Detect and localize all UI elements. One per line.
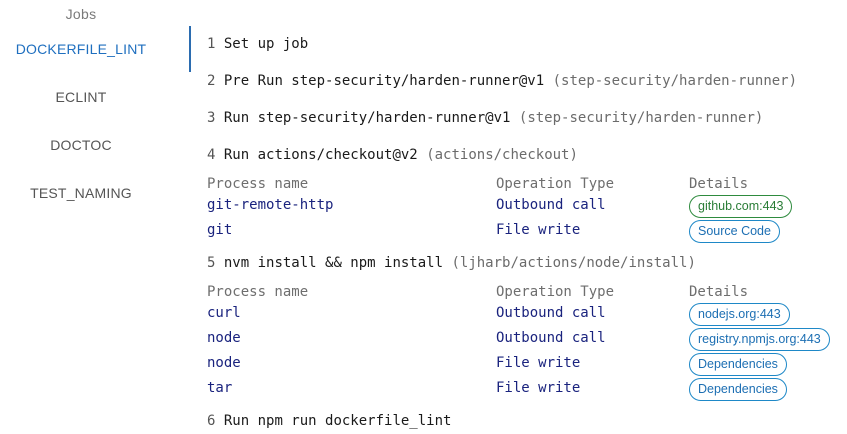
operation-type: File write [496,355,581,371]
operation-type: Outbound call [496,330,606,346]
step-number: 4 [207,147,216,163]
detail-badge[interactable]: nodejs.org:443 [689,303,790,326]
step-title: nvm install && npm install [223,255,444,271]
process-name: node [207,330,241,346]
step-title: Pre Run step-security/harden-runner@v1 [223,73,545,89]
step-number: 1 [207,36,216,52]
header-details: Details [689,284,749,300]
job-item-dockerfile-lint[interactable]: DOCKERFILE_LINT [15,41,147,57]
process-name: node [207,355,241,371]
detail-badge[interactable]: github.com:443 [689,195,793,218]
detail-badge[interactable]: Source Code [689,220,780,243]
job-item-test-naming[interactable]: TEST_NAMING [30,185,132,201]
process-name: git [207,222,233,238]
process-name: curl [207,305,241,321]
operation-type: File write [496,222,581,238]
header-details: Details [689,176,749,192]
step-row[interactable]: 5 nvm install && npm install (ljharb/act… [207,255,696,271]
detail-badge[interactable]: Dependencies [689,378,787,401]
operation-type: Outbound call [496,305,606,321]
process-name: git-remote-http [207,197,334,213]
step-row[interactable]: 2 Pre Run step-security/harden-runner@v1… [207,73,797,89]
step-row[interactable]: 6 Run npm run dockerfile_lint [207,413,451,429]
step-title: Run npm run dockerfile_lint [223,413,452,429]
step-title: Set up job [223,36,309,52]
step-source: (step-security/harden-runner) [552,73,798,89]
operation-type: File write [496,380,581,396]
step-source: (ljharb/actions/node/install) [451,255,696,271]
step-number: 2 [207,73,216,89]
job-item-doctoc[interactable]: DOCTOC [50,137,112,153]
detail-badge[interactable]: registry.npmjs.org:443 [689,328,830,351]
step-source: (step-security/harden-runner) [518,110,764,126]
operation-type: Outbound call [496,197,606,213]
step-title: Run actions/checkout@v2 [223,147,418,163]
step-number: 6 [207,413,216,429]
step-title: Run step-security/harden-runner@v1 [223,110,511,126]
active-job-indicator [189,26,191,72]
step-row[interactable]: 1 Set up job [207,36,308,52]
jobs-title: Jobs [65,6,97,22]
detail-badge[interactable]: Dependencies [689,353,787,376]
header-operation-type: Operation Type [496,176,615,192]
step-number: 5 [207,255,216,271]
step-row[interactable]: 4 Run actions/checkout@v2 (actions/check… [207,147,578,163]
step-number: 3 [207,110,216,126]
process-name: tar [207,380,233,396]
header-operation-type: Operation Type [496,284,615,300]
job-item-eclint[interactable]: ECLINT [55,89,107,105]
step-row[interactable]: 3 Run step-security/harden-runner@v1 (st… [207,110,763,126]
header-process-name: Process name [207,176,309,192]
header-process-name: Process name [207,284,309,300]
step-source: (actions/checkout) [426,147,578,163]
